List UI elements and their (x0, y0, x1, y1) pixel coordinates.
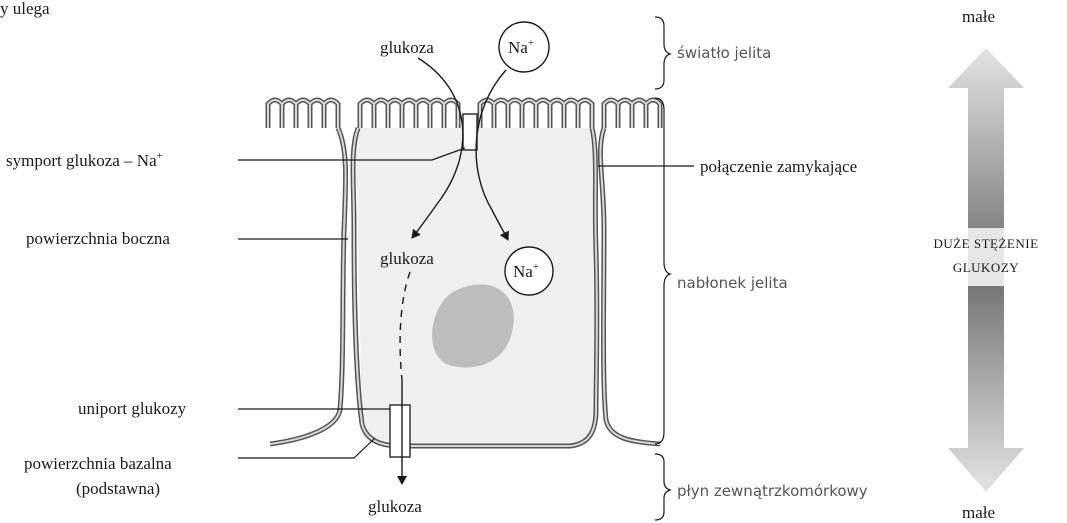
brace-extracellular (655, 454, 670, 520)
uniport-transporter (390, 405, 410, 457)
tight-junction-label: połączenie zamykające (700, 157, 857, 176)
glucose-lumen-label: glukoza (380, 38, 434, 57)
glucose-cytoplasm-label: glukoza (380, 249, 434, 268)
lumen-label: światło jelita (677, 44, 771, 62)
basal-surface-label-2: (podstawna) (76, 479, 160, 498)
uniport-label: uniport glukozy (78, 399, 187, 418)
brace-epithelium (655, 98, 670, 444)
epithelial-cell (356, 128, 596, 446)
right-annotations: połączenie zamykające światło jelita nab… (598, 17, 868, 520)
header-fragment: y ulega (0, 0, 50, 18)
symport-transporter (463, 114, 477, 150)
gradient-bottom-label: małe (962, 503, 995, 522)
sodium-ion-top: Na+ (499, 22, 549, 72)
glucose-extracellular-label: glukoza (368, 497, 422, 516)
brace-lumen (655, 17, 670, 89)
epithelium-label: nabłonek jelita (677, 274, 788, 292)
lateral-surface-label: powierzchnia boczna (26, 229, 170, 248)
symport-label: symport glukoza – Na+ (6, 150, 163, 170)
gradient-center-line-1: DUŻE STĘŻENIE (933, 236, 1038, 251)
basal-surface-label: powierzchnia bazalna (24, 454, 172, 473)
gradient-top-label: małe (962, 7, 995, 26)
extracellular-label: płyn zewnątrzkomórkowy (677, 482, 868, 500)
gradient-center-line-2: GLUKOZY (953, 260, 1019, 275)
sodium-ion-mid: Na+ (505, 247, 553, 295)
